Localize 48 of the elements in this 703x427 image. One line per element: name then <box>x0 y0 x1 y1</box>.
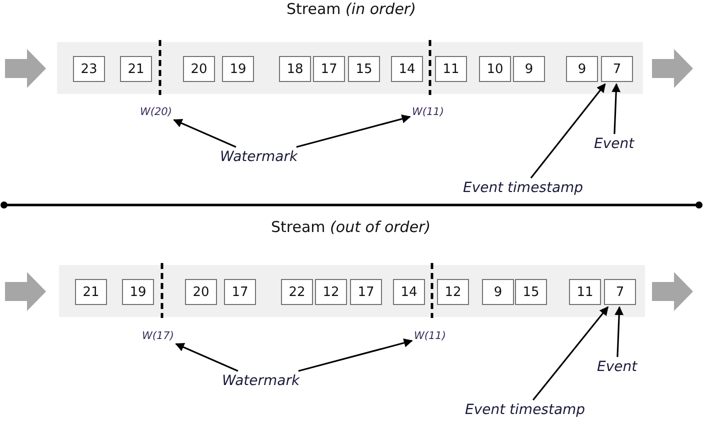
arrow <box>298 338 413 372</box>
event-box: 12 <box>315 279 347 305</box>
arrow <box>173 119 236 148</box>
event-box: 20 <box>185 279 217 305</box>
event-box: 14 <box>391 56 423 82</box>
event-box: 21 <box>75 279 107 305</box>
event-box: 15 <box>515 279 547 305</box>
event-box: 9 <box>513 56 545 82</box>
section-heading: Stream (in order) <box>286 0 416 18</box>
watermark-label: W(20) <box>140 106 172 118</box>
annotation-text: Event timestamp <box>463 180 584 196</box>
event-box: 15 <box>348 56 380 82</box>
watermark-label: W(11) <box>412 106 444 118</box>
event-box: 20 <box>183 56 215 82</box>
stream-band <box>59 265 645 317</box>
annotation-text: Event <box>594 136 634 152</box>
event-box: 12 <box>437 279 469 305</box>
annotation-text: Watermark <box>222 373 300 389</box>
event-box: 14 <box>393 279 425 305</box>
watermark-label: W(17) <box>142 330 174 342</box>
event-box: 9 <box>566 56 598 82</box>
stream-band <box>57 42 643 94</box>
event-box: 11 <box>435 56 467 82</box>
annotation-text: Watermark <box>220 149 298 165</box>
annotation-text: Event timestamp <box>465 402 586 418</box>
event-box: 7 <box>601 56 633 82</box>
event-box: 17 <box>350 279 382 305</box>
event-box: 21 <box>120 56 152 82</box>
arrow <box>296 114 411 148</box>
section-heading: Stream (out of order) <box>271 218 431 236</box>
arrow <box>532 306 609 400</box>
event-box: 22 <box>281 279 313 305</box>
event-box: 7 <box>604 279 636 305</box>
event-box: 17 <box>313 56 345 82</box>
arrow <box>175 343 238 372</box>
arrow <box>530 83 606 178</box>
annotation-text: Event <box>597 359 638 375</box>
arrow <box>614 306 624 358</box>
event-box: 9 <box>482 279 514 305</box>
event-box: 19 <box>222 56 254 82</box>
event-box: 19 <box>122 279 154 305</box>
event-box: 17 <box>224 279 256 305</box>
arrow <box>612 83 621 134</box>
event-box: 18 <box>279 56 311 82</box>
watermark-label: W(11) <box>414 330 446 342</box>
event-box: 10 <box>479 56 511 82</box>
event-box: 11 <box>569 279 601 305</box>
event-box: 23 <box>73 56 105 82</box>
